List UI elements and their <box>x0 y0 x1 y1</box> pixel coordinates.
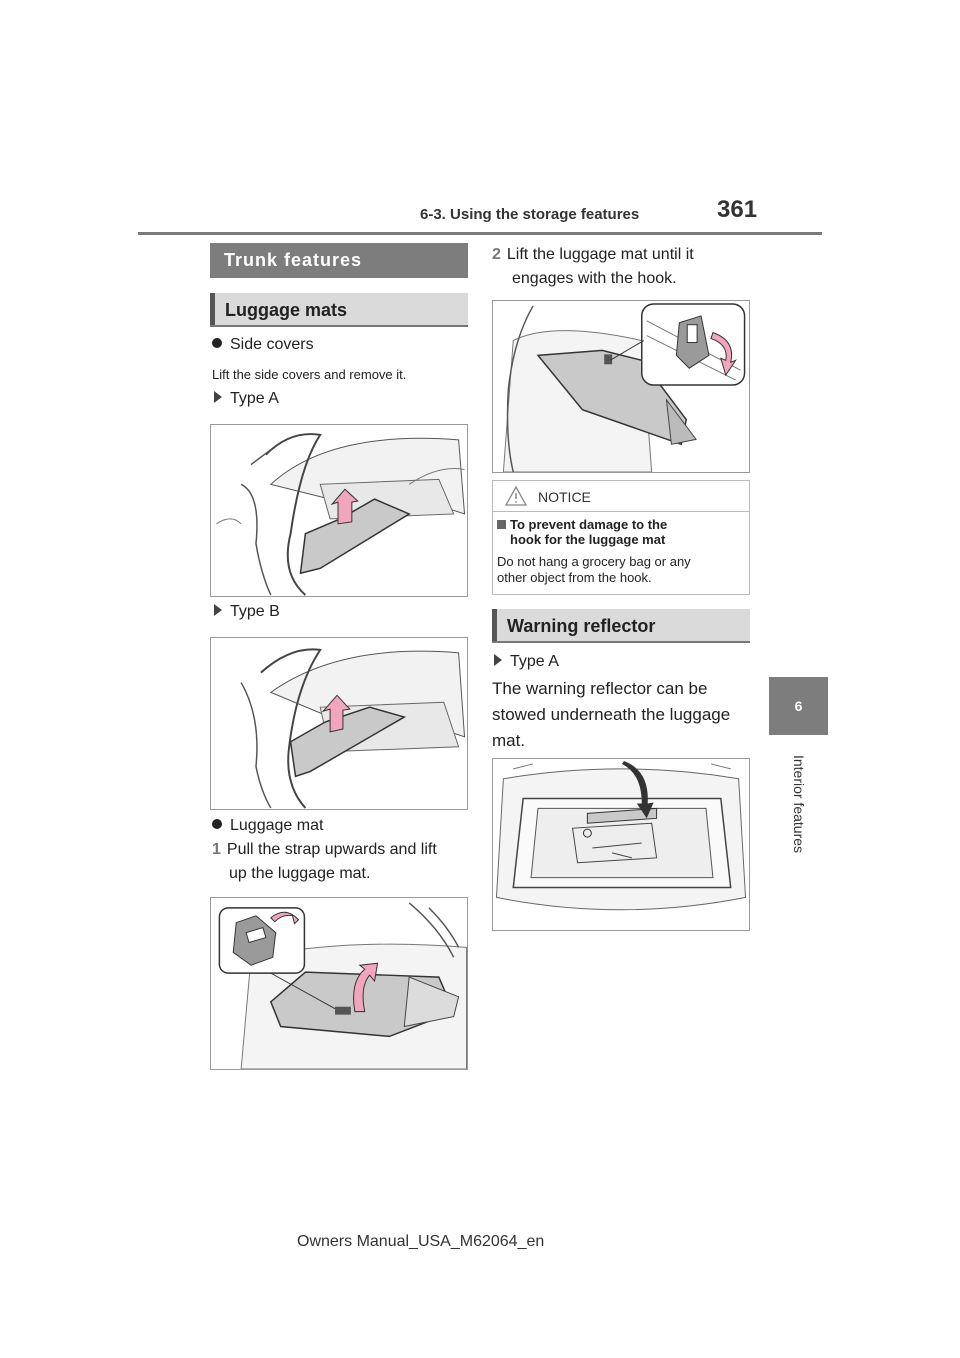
step-2: 2 Lift the luggage mat until it <box>492 243 694 267</box>
section-header: 6-3. Using the storage features <box>420 206 640 223</box>
notice-box: NOTICE To prevent damage to the hook for… <box>492 480 750 595</box>
figure-type-b-side-cover <box>210 637 468 810</box>
step-number: 2 <box>492 246 501 263</box>
subsection-title: Warning reflector <box>507 615 656 636</box>
subsection-title-bar: Luggage mats <box>210 293 468 327</box>
warning-triangle-icon <box>505 486 527 506</box>
step-text-line1: Lift the luggage mat until it <box>506 246 694 263</box>
step-2-line2: engages with the hook. <box>512 270 677 287</box>
figure-luggage-mat-hook <box>492 300 750 473</box>
reflector-text-line3: mat. <box>492 731 526 750</box>
subsection-title-bar: Warning reflector <box>492 609 750 643</box>
page-number: 361 <box>717 196 758 223</box>
notice-body-line1: Do not hang a grocery bag or any <box>497 554 691 569</box>
square-bullet-icon <box>497 520 506 529</box>
type-a-label: Type A <box>214 387 279 411</box>
reflector-text-line1: The warning reflector can be <box>492 679 708 698</box>
chapter-title-vertical: Interior features <box>769 742 828 866</box>
reflector-description: The warning reflector can be stowed unde… <box>492 676 730 754</box>
step-1: 1 Pull the strap upwards and lift <box>212 838 437 862</box>
notice-heading-line2: hook for the luggage mat <box>510 532 666 547</box>
bullet-luggage-mat: Luggage mat <box>212 814 323 838</box>
section-title-bar: Trunk features <box>210 243 468 278</box>
instruction-text: Lift the side covers and remove it. <box>212 367 407 382</box>
reflector-text-line2: stowed underneath the luggage <box>492 705 731 724</box>
triangle-bullet-icon <box>214 604 222 616</box>
step-1-line2: up the luggage mat. <box>229 865 371 882</box>
section-title: Trunk features <box>224 250 363 270</box>
footer-manual-id: Owners Manual_USA_M62064_en <box>297 1233 545 1250</box>
bullet-text: Side covers <box>230 336 314 353</box>
notice-header: NOTICE <box>493 481 749 512</box>
subsection-title: Luggage mats <box>225 299 348 320</box>
figure-warning-reflector <box>492 758 750 931</box>
type-b-text: Type B <box>230 603 280 620</box>
notice-heading-line1: To prevent damage to the <box>510 517 668 532</box>
header-divider <box>138 232 822 235</box>
step-text-line1: Pull the strap upwards and lift <box>226 841 437 858</box>
bullet-icon <box>212 338 222 348</box>
chapter-title: Interior features <box>790 754 807 854</box>
chapter-tab[interactable]: 6 <box>769 677 828 735</box>
bullet-side-covers: Side covers <box>212 333 314 357</box>
notice-label: NOTICE <box>538 489 591 505</box>
notice-heading: To prevent damage to the <box>497 517 667 532</box>
triangle-bullet-icon <box>214 391 222 403</box>
type-a-text: Type A <box>230 390 279 407</box>
bullet-icon <box>212 819 222 829</box>
bullet-text: Luggage mat <box>230 817 324 834</box>
chapter-number: 6 <box>794 698 803 714</box>
step-number: 1 <box>212 841 221 858</box>
figure-type-a-side-cover <box>210 424 468 597</box>
triangle-bullet-icon <box>494 654 502 666</box>
type-a-label: Type A <box>494 650 559 674</box>
notice-body-line2: other object from the hook. <box>497 570 652 585</box>
figure-luggage-mat-strap <box>210 897 468 1070</box>
type-b-label: Type B <box>214 600 280 624</box>
type-a-text: Type A <box>510 653 559 670</box>
